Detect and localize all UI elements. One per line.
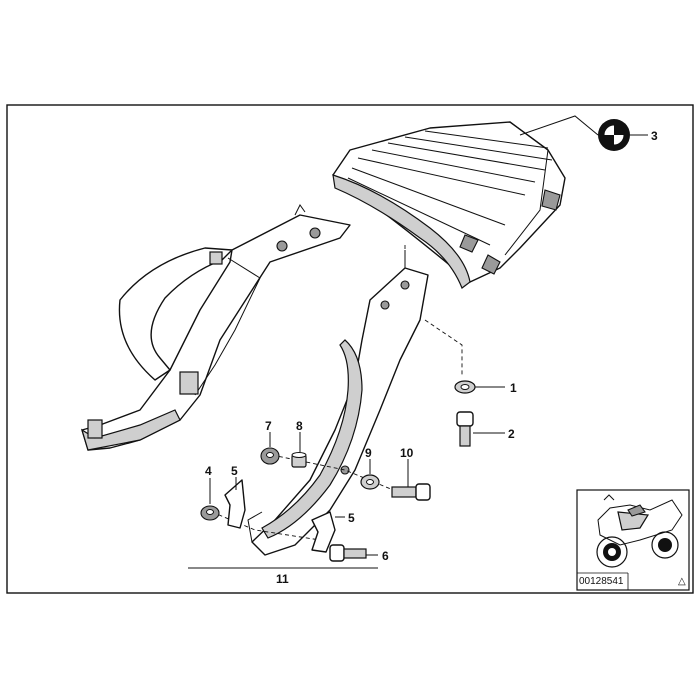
part-washer-1 [454,380,476,394]
part-clip-5a [224,479,246,529]
part-screw-2 [456,411,474,447]
reference-number: 00128541 [579,576,624,587]
callout-1: 1 [510,381,517,395]
part-emblem-3 [598,119,630,151]
callout-8: 8 [296,419,303,433]
right-bracket [247,250,429,556]
callout-4: 4 [205,464,212,478]
motorcycle-icon [596,494,683,568]
luggage-rack [332,121,566,289]
assembly-line-bolt [424,319,463,375]
diagram-frame [6,104,694,594]
part-nut-4 [200,505,220,521]
part-clip-5b [311,511,336,553]
callout-11: 11 [276,572,289,586]
callout-7: 7 [265,419,272,433]
callout-9: 9 [365,446,372,460]
part-spacer-8 [291,452,307,468]
inset-marker: △ [678,576,686,587]
callout-2: 2 [508,427,515,441]
inset-thumbnail: 00128541 △ [576,489,690,591]
part-bolt-6 [329,544,367,562]
callout-5a: 5 [231,464,238,478]
callout-5b: 5 [348,511,355,525]
part-nut-7 [260,447,280,465]
part-bolt-10 [391,483,431,501]
leader-rack-badge [519,115,599,136]
callout-3: 3 [651,129,658,143]
callout-10: 10 [400,446,414,460]
callout-6: 6 [382,549,389,563]
left-bracket [80,204,351,451]
part-washer-9 [360,474,380,490]
